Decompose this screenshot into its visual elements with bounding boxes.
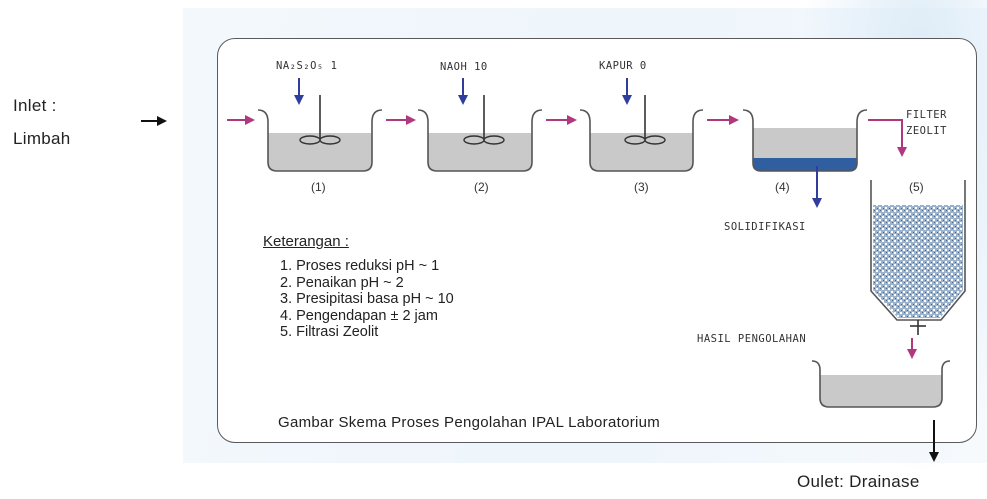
tank-1 <box>257 95 383 172</box>
outlet-label: Oulet: Drainase <box>797 472 920 491</box>
legend-item: 5. Filtrasi Zeolit <box>280 324 379 340</box>
flow-arrow-tank-4-to-filter <box>868 119 907 157</box>
tank-number-2: (2) <box>474 180 489 194</box>
zeolite-label: ZEOLIT <box>906 125 947 137</box>
tank-number-4: (4) <box>775 180 790 194</box>
chemical-label-tank-1: NA₂S₂O₅ 1 <box>276 60 338 72</box>
result-tank <box>811 360 951 408</box>
inlet-source-label: Limbah <box>13 129 71 148</box>
tank-number-3: (3) <box>634 180 649 194</box>
legend-list: 1. Proses reduksi pH ~ 1 2. Penaikan pH … <box>280 258 454 341</box>
treated-output-label: HASIL PENGOLAHAN <box>697 333 807 345</box>
filter-label: FILTER <box>906 109 947 121</box>
legend-item: 4. Pengendapan ± 2 jam <box>280 307 438 324</box>
tank-number-5: (5) <box>909 180 924 194</box>
solidification-label: SOLIDIFIKASI <box>724 221 806 233</box>
legend-item: 2. Penaikan pH ~ 2 <box>280 274 404 291</box>
legend-title: Keterangan : <box>263 233 349 250</box>
zeolite-filter-column <box>870 180 966 335</box>
chemical-label-tank-3: KAPUR 0 <box>599 60 647 72</box>
tank-4-sedimentation <box>742 109 868 172</box>
diagram-caption: Gambar Skema Proses Pengolahan IPAL Labo… <box>278 414 661 431</box>
chemical-label-tank-2: NAOH 10 <box>440 61 488 73</box>
legend-item: 3. Presipitasi basa pH ~ 10 <box>280 291 454 307</box>
tank-2 <box>417 95 543 172</box>
tank-number-1: (1) <box>311 180 326 194</box>
tank-3 <box>579 95 704 172</box>
legend-item: 1. Proses reduksi pH ~ 1 <box>280 258 440 274</box>
inlet-label: Inlet : <box>13 96 57 115</box>
